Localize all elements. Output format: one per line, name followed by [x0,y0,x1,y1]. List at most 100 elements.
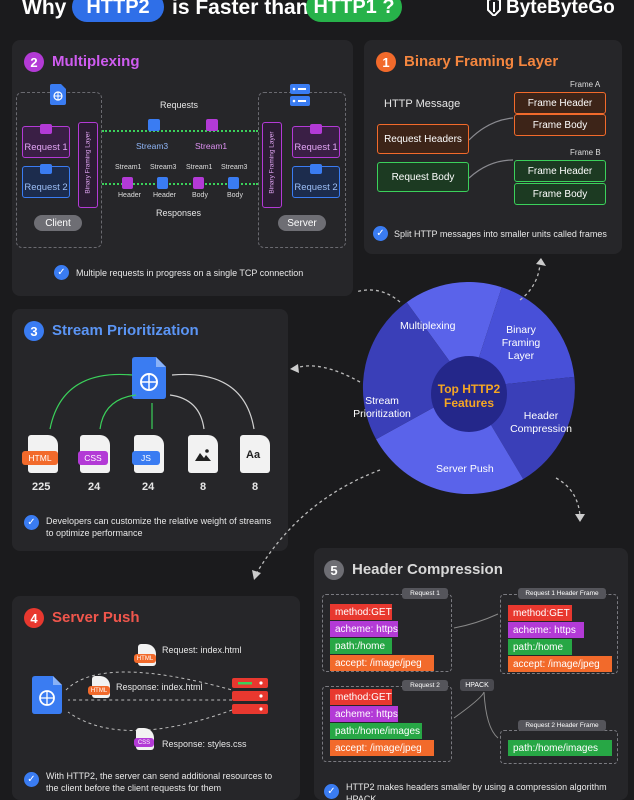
weight-image: 8 [200,481,207,493]
font-file-label: Aa [246,449,261,461]
image-icon [195,449,211,461]
server-rack-icon [290,84,310,106]
check-icon: ✓ [373,226,388,241]
section-number-3: 3 [24,321,44,341]
req2-header-3: accept: /image/jpeg [330,740,434,756]
request2-tag: Request 2 [402,680,448,691]
wheel-segment-binary-framing [469,287,575,388]
header-compression-title: Header Compression [352,561,503,578]
brand-name: ByteByteGo [506,0,615,18]
response-css-tag: CSS [134,738,154,747]
response-html-tag: HTML [88,686,110,695]
image-file-icon [188,435,218,473]
weight-html: 225 [32,481,51,493]
stream-prioritization-title: Stream Prioritization [52,322,199,339]
check-icon: ✓ [324,784,339,799]
font-file-icon [240,435,270,473]
req2-header-1: acheme: https [330,706,398,722]
request-html-tag: HTML [134,654,156,663]
binary-framing-title: Binary Framing Layer [404,53,559,70]
title-middle: is Faster than [172,0,309,19]
resp-type-2: Body [192,192,208,199]
check-icon: ✓ [24,515,39,530]
resp-stream-2: Stream1 [186,164,213,171]
client-label: Client [34,215,82,231]
req1-header-0: method:GET [330,604,392,620]
frame1-header-1: acheme: https [508,622,584,638]
wheel-center [431,356,507,432]
features-wheel [362,282,575,494]
frame1-header-2: path:/home [508,639,572,655]
title-bar: Why HTTP2 is Faster than HTTP1 ? ByteByt… [0,0,634,26]
wheel-label-binary-framing: Binary Framing Layer [501,324,541,362]
client-doc-icon [50,84,66,105]
request2-frame-tag: Request 2 Header Frame [518,720,606,731]
server-push-note: With HTTP2, the server can send addition… [46,771,273,793]
wheel-label-server-push: Server Push [436,463,494,475]
stream1-css-tag [206,119,218,131]
resp-stream-3: Stream3 [221,164,248,171]
stream-prioritization-note: Developers can customize the relative we… [46,516,272,538]
stream1-label: Stream1 [195,141,228,151]
server-req1-css-tag [310,124,322,134]
priority-arrows [49,373,255,430]
weight-font: 8 [252,481,259,493]
title-why: Why [22,0,67,19]
frame-a-body: Frame Body [514,114,606,136]
weight-js: 24 [142,481,155,493]
section-number-5: 5 [324,560,344,580]
section-number-4: 4 [24,608,44,628]
frame-a-label: Frame A [570,80,601,89]
resp-type-3: Body [227,192,243,199]
response-index-label: Response: index.html [116,682,203,692]
check-icon: ✓ [54,265,69,280]
multiplexing-title: Multiplexing [52,53,140,70]
resp-tag-3 [228,177,239,189]
binary-framing-note: Split HTTP messages into smaller units c… [394,229,607,239]
brand-logo-icon [486,0,502,18]
server-push-panel: 4 Server Push HTML Request: index.html H… [12,596,300,800]
weight-css: 24 [88,481,101,493]
wheel-label-multiplexing: Multiplexing [400,320,456,332]
resp-tag-0 [122,177,133,189]
stream-prioritization-panel: 3 Stream Prioritization HTML CSS JS Aa 2… [12,309,288,551]
resp-tag-2 [193,177,204,189]
hpack-label: HPACK [460,679,494,691]
client-req2-js-tag [40,164,52,174]
section-number-1: 1 [376,52,396,72]
wheel-segment-stream-prioritization [362,302,469,440]
check-icon: ✓ [24,772,39,787]
server-framing-layer [262,122,282,208]
frame1-header-0: method:GET [508,605,572,621]
header-compression-panel: 5 Header Compression Request 1 method:GE… [314,548,628,800]
responses-label: Responses [156,208,202,218]
header-compression-note: HTTP2 makes headers smaller by using a c… [346,782,607,800]
request1-tag: Request 1 [402,588,448,599]
resp-stream-0: Stream1 [115,164,142,171]
js-file-tag: JS [132,451,160,465]
http-message-label: HTTP Message [384,98,461,110]
resp-type-0: Header [118,192,141,199]
client-req1-css-tag [40,124,52,134]
client-doc-icon [32,676,62,714]
response-css-label: Response: styles.css [162,739,247,749]
frame2-header-0: path:/home/images [508,740,612,756]
stream3-label: Stream3 [136,141,169,151]
hpack-arrows [453,613,499,739]
stream3-js-tag [148,119,160,131]
request2-headers-box [322,686,452,762]
server-req2-js-tag [310,164,322,174]
client-framing-layer [78,122,98,208]
req1-header-1: acheme: https [330,621,398,637]
wheel-label-header-compression: Header Compression [510,410,572,435]
server-push-title: Server Push [52,609,140,626]
server-label: Server [278,215,326,231]
wheel-center-label: Top HTTP2 Features [437,382,501,410]
title-http1-pill: HTTP1 ? [306,0,402,22]
request-body-box: Request Body [377,162,469,192]
server-icon [232,678,268,714]
frame-b-label: Frame B [570,148,601,157]
resp-stream-1: Stream3 [150,164,177,171]
framing-arrows [469,117,514,179]
